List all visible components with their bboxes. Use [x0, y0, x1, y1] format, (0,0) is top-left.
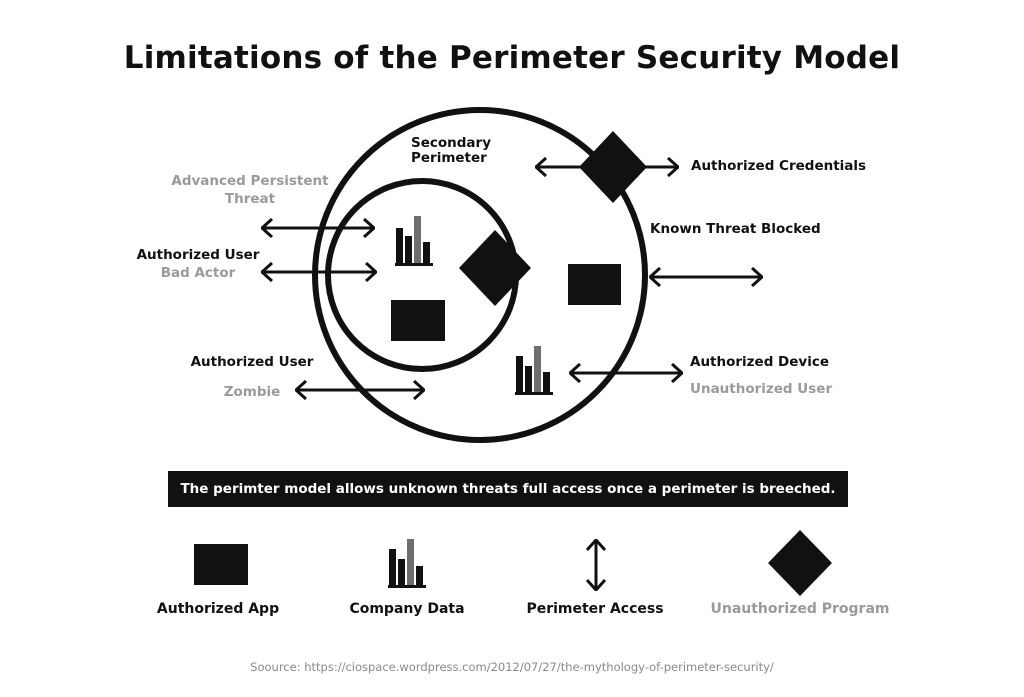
diagram-title: Limitations of the Perimeter Security Mo…	[123, 40, 901, 76]
authorized-user-label-2: Authorized User	[190, 354, 314, 370]
known-threat-blocked-label: Known Threat Blocked	[650, 221, 821, 237]
secondary-perimeter-label-line1: Secondary	[411, 135, 491, 151]
zombie-label: Zombie	[223, 384, 281, 400]
secondary-perimeter-label: Secondary Perimeter	[411, 136, 491, 166]
bar-chart-data-icon	[395, 216, 433, 266]
authorized-credentials-label: Authorized Credentials	[691, 158, 867, 174]
legend-unauthorized-program-label: Unauthorized Program	[710, 601, 890, 617]
legend-perimeter-access-label: Perimeter Access	[526, 601, 664, 617]
legend-authorized-app-label: Authorized App	[156, 601, 280, 617]
unauthorized-user-label: Unauthorized User	[690, 381, 833, 397]
bad-actor-label: Bad Actor	[160, 265, 236, 281]
authorized-user-label-1: Authorized User	[136, 247, 260, 263]
square-app-icon	[568, 264, 621, 305]
secondary-perimeter-label-line2: Perimeter	[411, 150, 487, 166]
bar-chart-data-icon	[515, 346, 553, 395]
apt-label-line1: Advanced Persistent	[171, 173, 329, 189]
diamond-program-icon	[579, 131, 647, 203]
summary-banner: The perimter model allows unknown threat…	[168, 471, 848, 507]
apt-label: Advanced Persistent Threat	[160, 172, 340, 208]
square-app-icon	[391, 300, 445, 341]
legend-company-data-label: Company Data	[349, 601, 465, 617]
apt-label-line2: Threat	[224, 191, 276, 207]
source-citation: Soource: https://ciospace.wordpress.com/…	[250, 660, 774, 674]
diamond-program-icon	[459, 230, 531, 306]
authorized-device-label: Authorized Device	[690, 354, 830, 370]
